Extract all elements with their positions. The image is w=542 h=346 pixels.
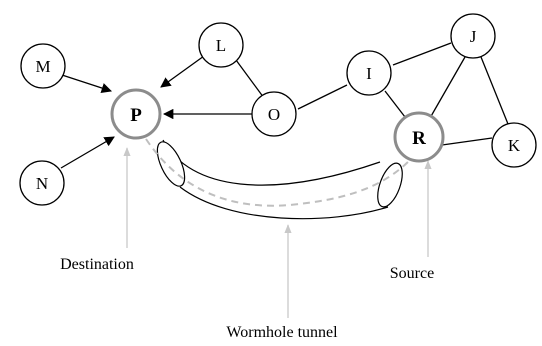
node-K: K (491, 122, 537, 168)
directed-edges (60, 55, 252, 169)
wormhole-path (145, 138, 411, 207)
wormhole-tunnel (145, 138, 411, 220)
destination-caption: Destination (60, 256, 134, 273)
node-O: O (251, 91, 297, 137)
node-P-label: P (130, 105, 142, 126)
node-M: M (20, 43, 66, 89)
node-I: I (346, 50, 392, 96)
edge-R-K (441, 137, 493, 146)
edge-L-O (235, 59, 265, 99)
node-P: P (110, 88, 162, 140)
node-O-label: O (268, 105, 280, 124)
edge-O-I (297, 84, 348, 110)
node-N: N (19, 160, 65, 206)
edge-J-K (480, 56, 509, 125)
node-J: J (450, 13, 496, 59)
source-caption: Source (390, 265, 434, 282)
edge-N-P (60, 136, 115, 169)
edge-I-R (384, 90, 406, 118)
edge-L-P (160, 55, 205, 88)
node-R: R (393, 111, 445, 163)
node-L-label: L (216, 36, 226, 55)
node-N-label: N (36, 174, 48, 193)
node-L: L (198, 22, 244, 68)
edge-J-R (429, 56, 466, 119)
node-I-label: I (366, 64, 372, 83)
wormhole-tube-outline (162, 139, 389, 220)
caption-pointers (123, 147, 432, 318)
node-K-label: K (508, 136, 521, 155)
node-J-label: J (470, 27, 477, 46)
edge-M-P (61, 74, 112, 94)
nodes: M N L P O I J (19, 13, 537, 206)
node-M-label: M (35, 57, 50, 76)
wormhole-caption: Wormhole tunnel (226, 324, 338, 341)
edge-I-J (392, 42, 452, 66)
undirected-edges (235, 42, 509, 146)
node-R-label: R (412, 128, 426, 149)
wormhole-right-mouth (377, 162, 403, 208)
